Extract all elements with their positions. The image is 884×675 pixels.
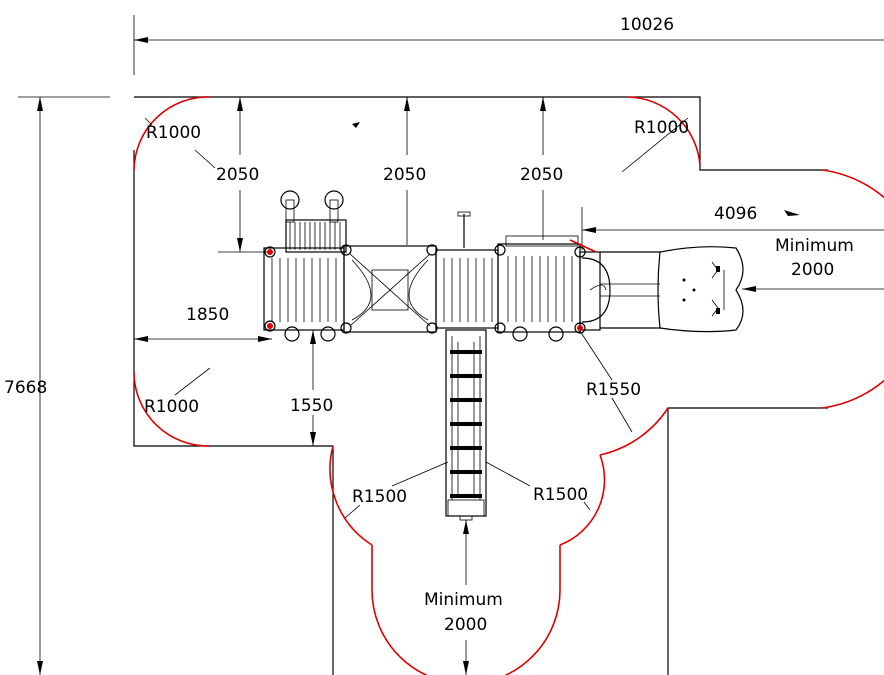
radius-top-right-label: R1000 xyxy=(634,118,689,138)
radius-arcs xyxy=(133,96,884,675)
right-extent-label: 4096 xyxy=(714,204,757,224)
bottom-minimum-dimension xyxy=(463,520,469,675)
top-left-clearance-label: 2050 xyxy=(216,165,259,185)
radius-top-left-label: R1000 xyxy=(146,123,201,143)
radius-stem-right-label: R1500 xyxy=(533,485,588,505)
top-mid-clearance-label: 2050 xyxy=(383,165,426,185)
arc-stem-right xyxy=(559,454,606,546)
top-right-clearance-label: 2050 xyxy=(520,165,563,185)
left-clearance-dimension xyxy=(134,336,272,342)
right-minimum-dimension xyxy=(742,286,884,292)
bottom-minimum-label-2: 2000 xyxy=(444,615,487,635)
overall-width-dimension xyxy=(133,15,884,75)
arc-bottom xyxy=(371,545,561,675)
arc-bottom-left xyxy=(133,371,211,447)
overall-height-dimension xyxy=(18,96,110,675)
overall-height-label: 7668 xyxy=(4,378,47,398)
arc-top-left xyxy=(133,96,211,171)
below-clearance-label: 1550 xyxy=(290,396,333,416)
top-clearance-dims xyxy=(218,97,546,253)
arc-stem-left xyxy=(329,445,373,546)
radius-stem-left-label: R1500 xyxy=(352,487,407,507)
below-clearance-dimension xyxy=(310,330,316,446)
radius-leaders xyxy=(144,117,689,519)
playground-equipment xyxy=(263,190,744,521)
right-extent-dimension xyxy=(581,207,884,250)
right-minimum-label-1: Minimum xyxy=(775,236,854,256)
radius-bottom-left-label: R1000 xyxy=(144,397,199,417)
radius-corner-right-label: R1550 xyxy=(586,380,641,400)
arc-top-right xyxy=(627,96,701,166)
arc-right-end xyxy=(821,169,884,409)
right-minimum-label-2: 2000 xyxy=(791,260,834,280)
arc-corner-right xyxy=(599,407,669,456)
overall-width-label: 10026 xyxy=(620,15,674,35)
left-clearance-label: 1850 xyxy=(186,305,229,325)
bottom-minimum-label-1: Minimum xyxy=(424,590,503,610)
safety-zone-outline xyxy=(133,96,828,675)
